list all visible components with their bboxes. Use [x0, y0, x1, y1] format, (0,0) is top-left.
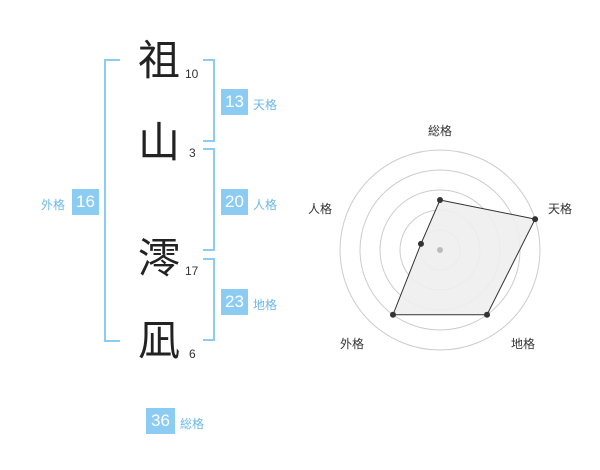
chikaku-score: 23	[221, 289, 248, 315]
jinkaku-score: 20	[221, 189, 248, 215]
jinkaku-label: 人格	[253, 198, 278, 212]
tenkaku-label: 天格	[253, 98, 278, 112]
radar-center-dot	[437, 247, 443, 253]
tenkaku-bracket	[203, 59, 215, 142]
radar-ring	[339, 149, 541, 351]
kanji-1: 祖	[138, 36, 181, 85]
radar-label-soukaku: 総格	[428, 124, 453, 138]
radar-point-0	[437, 197, 443, 203]
soukaku-label: 総格	[180, 417, 205, 431]
radar-label-chikaku: 地格	[511, 337, 536, 351]
tenkaku-score: 13	[221, 89, 248, 115]
stroke-count-3: 17	[185, 264, 199, 278]
kanji-2: 山	[138, 118, 181, 167]
radar-point-3	[389, 311, 396, 318]
gaikaku-label: 外格	[41, 198, 66, 212]
radar-point-1	[532, 216, 539, 223]
radar-polygon	[392, 199, 536, 316]
jinkaku-bracket	[203, 148, 215, 251]
radar-point-2	[484, 311, 491, 318]
kanji-3: 澪	[138, 234, 181, 283]
radar-label-gaikaku: 外格	[340, 337, 365, 351]
chikaku-label: 地格	[253, 298, 278, 312]
chikaku-bracket	[203, 258, 215, 341]
gaikaku-score: 16	[72, 189, 99, 215]
radar-label-jinkaku: 人格	[308, 202, 333, 216]
stroke-count-2: 3	[189, 146, 196, 160]
gaikaku-bracket	[104, 59, 120, 342]
kanji-4: 凪	[138, 316, 181, 365]
radar-label-tenkaku: 天格	[548, 202, 573, 216]
stroke-count-4: 6	[189, 347, 196, 361]
stroke-count-1: 10	[185, 67, 199, 81]
soukaku-score: 36	[146, 408, 175, 434]
radar-point-4	[417, 240, 424, 247]
